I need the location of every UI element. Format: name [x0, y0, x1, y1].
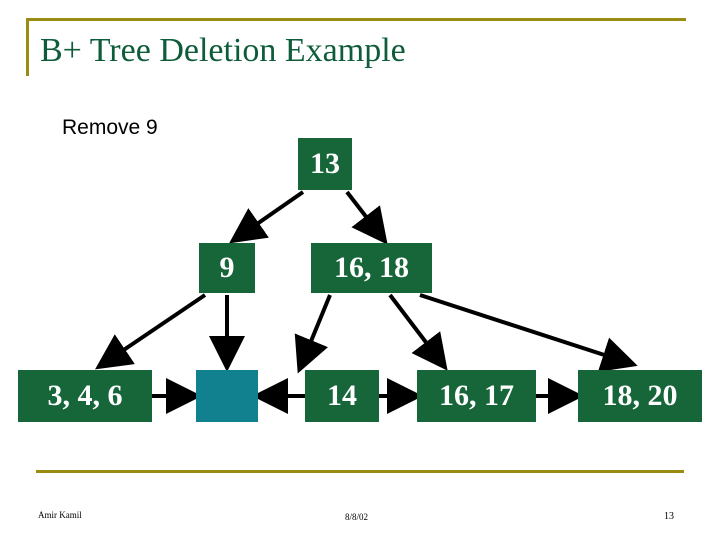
tree-node-internal-right: 16, 18	[311, 243, 432, 293]
tree-node-root: 13	[298, 138, 352, 190]
tree-leaf-3: 14	[305, 370, 379, 422]
tree-node-internal-left: 9	[199, 243, 255, 293]
page-title: B+ Tree Deletion Example	[40, 32, 406, 69]
tree-leaf-5: 18, 20	[578, 370, 702, 422]
footer-rule	[36, 470, 684, 473]
tree-leaf-1: 3, 4, 6	[18, 370, 152, 422]
tree-leaf-4: 16, 17	[417, 370, 536, 422]
frame-left-rule	[26, 18, 29, 76]
frame-top-rule	[26, 18, 686, 21]
footer-date: 8/8/02	[345, 512, 369, 522]
footer-page-number: 13	[664, 511, 674, 522]
operation-caption: Remove 9	[62, 116, 158, 139]
footer-author: Amir Kamil	[38, 510, 82, 520]
tree-leaf-2-empty	[196, 370, 258, 422]
